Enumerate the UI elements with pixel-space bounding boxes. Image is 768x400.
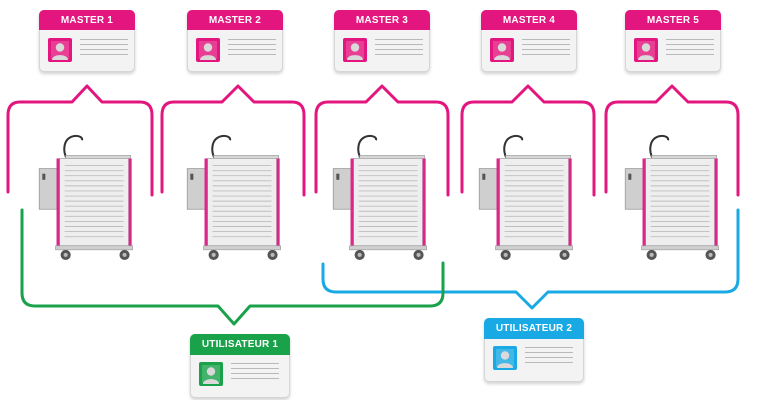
- user-2-title: UTILISATEUR 2: [484, 318, 584, 339]
- user-2-card: UTILISATEUR 2: [484, 318, 584, 382]
- cart-3: [332, 134, 428, 260]
- master-3-card: MASTER 3: [334, 10, 430, 72]
- info-lines: [231, 363, 279, 383]
- master-4-title: MASTER 4: [481, 10, 577, 30]
- user-1-brace: [20, 208, 445, 326]
- cart-2: [186, 134, 282, 260]
- person-icon: [196, 38, 220, 62]
- cart-1: [38, 134, 134, 260]
- master-4-brace: [460, 84, 596, 197]
- master-2-card: MASTER 2: [187, 10, 283, 72]
- master-2-brace: [160, 84, 306, 197]
- person-icon: [199, 362, 223, 386]
- master-5-title: MASTER 5: [625, 10, 721, 30]
- info-lines: [525, 347, 573, 367]
- person-icon: [490, 38, 514, 62]
- master-3-title: MASTER 3: [334, 10, 430, 30]
- info-lines: [375, 39, 423, 59]
- user-2-brace: [321, 208, 740, 310]
- info-lines: [522, 39, 570, 59]
- person-icon: [343, 38, 367, 62]
- master-1-card: MASTER 1: [39, 10, 135, 72]
- user-1-title: UTILISATEUR 1: [190, 334, 290, 355]
- person-icon: [48, 38, 72, 62]
- cart-4: [478, 134, 574, 260]
- master-5-card: MASTER 5: [625, 10, 721, 72]
- person-icon: [634, 38, 658, 62]
- info-lines: [80, 39, 128, 59]
- master-4-card: MASTER 4: [481, 10, 577, 72]
- user-1-card: UTILISATEUR 1: [190, 334, 290, 398]
- master-1-title: MASTER 1: [39, 10, 135, 30]
- cart-5: [624, 134, 720, 260]
- master-1-brace: [6, 84, 154, 197]
- info-lines: [228, 39, 276, 59]
- master-5-brace: [604, 84, 740, 197]
- master-3-brace: [314, 84, 450, 197]
- master-2-title: MASTER 2: [187, 10, 283, 30]
- info-lines: [666, 39, 714, 59]
- person-icon: [493, 346, 517, 370]
